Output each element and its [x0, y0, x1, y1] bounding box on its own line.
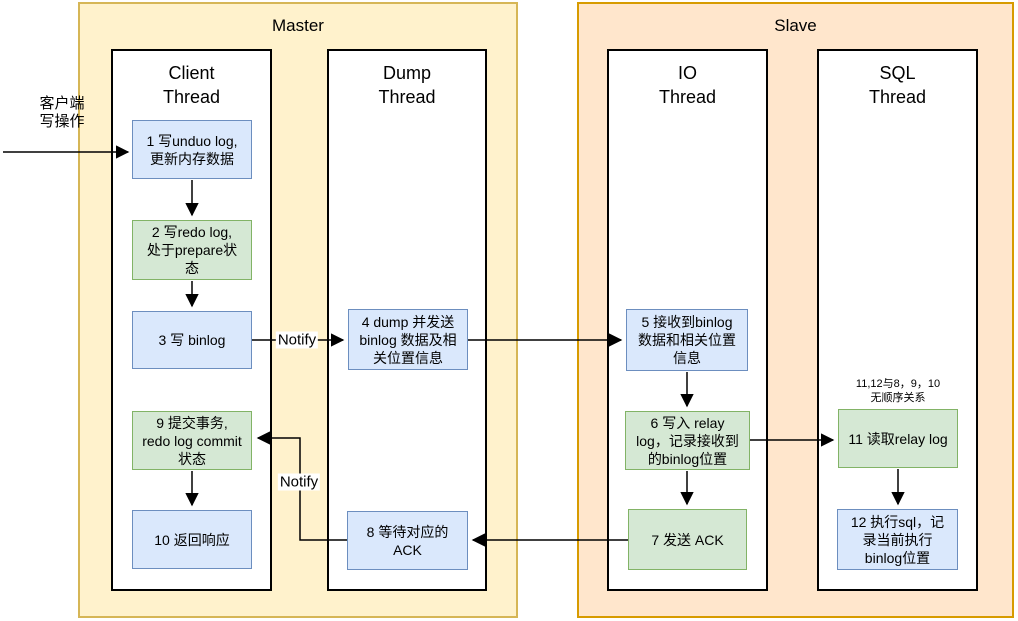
client-thread-title: Client Thread	[162, 63, 221, 107]
step-3-write-binlog: 3 写 binlog	[132, 311, 252, 369]
master-region-title: Master	[272, 16, 324, 35]
notify-label-1: Notify	[275, 331, 319, 349]
notify-label-2: Notify	[277, 473, 321, 491]
slave-region-title: Slave	[774, 16, 817, 35]
step-11-read-relay-log: 11 读取relay log	[838, 409, 958, 468]
step-8-wait-ack: 8 等待对应的 ACK	[347, 511, 468, 570]
step-5-receive-binlog: 5 接收到binlog 数据和相关位置 信息	[626, 309, 748, 371]
step-10-return-response: 10 返回响应	[132, 510, 252, 569]
dump-thread-title: Dump Thread	[378, 63, 436, 107]
client-write-label: 客户端 写操作	[39, 95, 85, 130]
step-2-write-redo-log: 2 写redo log, 处于prepare状 态	[132, 220, 252, 280]
io-thread-title: IO Thread	[658, 63, 717, 107]
sql-thread-title: SQL Thread	[868, 63, 927, 107]
order-note-label: 11,12与8，9，10 无顺序关系	[855, 378, 941, 404]
step-7-send-ack: 7 发送 ACK	[628, 509, 747, 570]
step-12-execute-sql: 12 执行sql，记 录当前执行 binlog位置	[837, 509, 958, 570]
step-1-write-undo-log: 1 写unduo log, 更新内存数据	[132, 120, 252, 179]
step-6-write-relay-log: 6 写入 relay log，记录接收到 的binlog位置	[625, 411, 750, 470]
step-4-dump-send-binlog: 4 dump 并发送 binlog 数据及相 关位置信息	[348, 309, 468, 370]
step-9-commit-transaction: 9 提交事务, redo log commit 状态	[132, 411, 252, 470]
